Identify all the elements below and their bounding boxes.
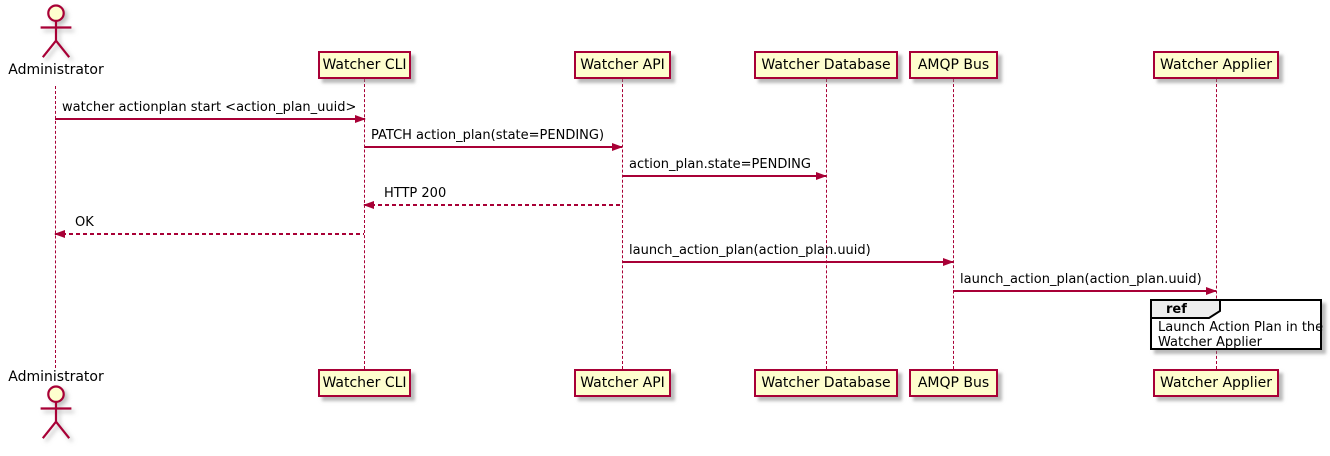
- arrowhead-left-icon: [363, 200, 374, 209]
- message-state-pending: action_plan.state=PENDING: [622, 157, 827, 180]
- participant-label: AMQP Bus: [917, 375, 990, 391]
- message-line: [364, 142, 623, 151]
- participant-watcher-api-top: Watcher API: [574, 51, 671, 79]
- message-label: launch_action_plan(action_plan.uuid): [629, 243, 871, 258]
- participant-label: AMQP Bus: [917, 57, 990, 73]
- message-line: [363, 200, 622, 209]
- participant-label: Watcher API: [580, 57, 665, 73]
- arrowhead-left-icon: [54, 229, 65, 238]
- arrowhead-right-icon: [816, 171, 827, 180]
- message-line: [622, 171, 827, 180]
- message-line: [55, 114, 366, 123]
- message-label: HTTP 200: [384, 186, 447, 201]
- participant-watcher-cli-top: Watcher CLI: [318, 51, 411, 79]
- participant-label: Watcher Applier: [1160, 375, 1272, 391]
- participant-label: Watcher CLI: [322, 57, 407, 73]
- participant-label: Watcher CLI: [322, 375, 407, 391]
- lifeline-amqp-bus: [953, 79, 954, 369]
- ref-tab-icon: [1150, 299, 1221, 319]
- actor-label: Administrator: [8, 369, 104, 385]
- participant-label: Watcher API: [580, 375, 665, 391]
- actor-label: Administrator: [8, 62, 104, 78]
- ref-text-line: Launch Action Plan in the: [1158, 320, 1324, 335]
- lifeline-watcher-api: [622, 79, 623, 369]
- participant-label: Watcher Applier: [1160, 57, 1272, 73]
- ref-fragment: ref Launch Action Plan in the Watcher Ap…: [1150, 299, 1324, 350]
- participant-amqp-bus-top: AMQP Bus: [909, 51, 998, 79]
- participant-watcher-api-bottom: Watcher API: [574, 369, 671, 397]
- participant-label: Watcher Database: [761, 375, 891, 391]
- message-label: watcher actionplan start <action_plan_uu…: [62, 100, 357, 115]
- message-ok: OK: [54, 215, 364, 238]
- ref-keyword: ref: [1166, 302, 1187, 317]
- arrowhead-right-icon: [355, 114, 366, 123]
- person-icon: [40, 385, 72, 439]
- person-icon: [40, 4, 72, 58]
- message-line: [953, 286, 1217, 295]
- participant-watcher-applier-bottom: Watcher Applier: [1153, 369, 1279, 397]
- lifeline-watcher-applier: [1216, 79, 1217, 369]
- participant-watcher-applier-top: Watcher Applier: [1153, 51, 1279, 79]
- participant-watcher-database-bottom: Watcher Database: [754, 369, 898, 397]
- ref-text: Launch Action Plan in the Watcher Applie…: [1152, 320, 1324, 350]
- message-label: PATCH action_plan(state=PENDING): [371, 128, 605, 143]
- actor-administrator-bottom: Administrator: [7, 369, 105, 443]
- arrowhead-right-icon: [612, 142, 623, 151]
- actor-administrator-top: Administrator: [7, 4, 105, 78]
- message-patch-action-plan: PATCH action_plan(state=PENDING): [364, 128, 623, 151]
- message-label: launch_action_plan(action_plan.uuid): [960, 272, 1202, 287]
- arrowhead-right-icon: [1206, 286, 1217, 295]
- message-start-actionplan: watcher actionplan start <action_plan_uu…: [55, 100, 366, 123]
- lifeline-watcher-cli: [364, 79, 365, 369]
- participant-watcher-database-top: Watcher Database: [754, 51, 898, 79]
- message-launch-action-plan-api: launch_action_plan(action_plan.uuid): [622, 243, 954, 266]
- participant-label: Watcher Database: [761, 57, 891, 73]
- message-line: [54, 229, 364, 238]
- message-line: [622, 257, 954, 266]
- arrowhead-right-icon: [943, 257, 954, 266]
- message-launch-action-plan-bus: launch_action_plan(action_plan.uuid): [953, 272, 1217, 295]
- message-http-200: HTTP 200: [363, 186, 622, 209]
- message-label: action_plan.state=PENDING: [629, 157, 811, 172]
- lifeline-administrator: [55, 86, 56, 368]
- message-label: OK: [75, 215, 94, 230]
- lifeline-watcher-database: [826, 79, 827, 369]
- ref-text-line: Watcher Applier: [1158, 335, 1262, 350]
- participant-watcher-cli-bottom: Watcher CLI: [318, 369, 411, 397]
- participant-amqp-bus-bottom: AMQP Bus: [909, 369, 998, 397]
